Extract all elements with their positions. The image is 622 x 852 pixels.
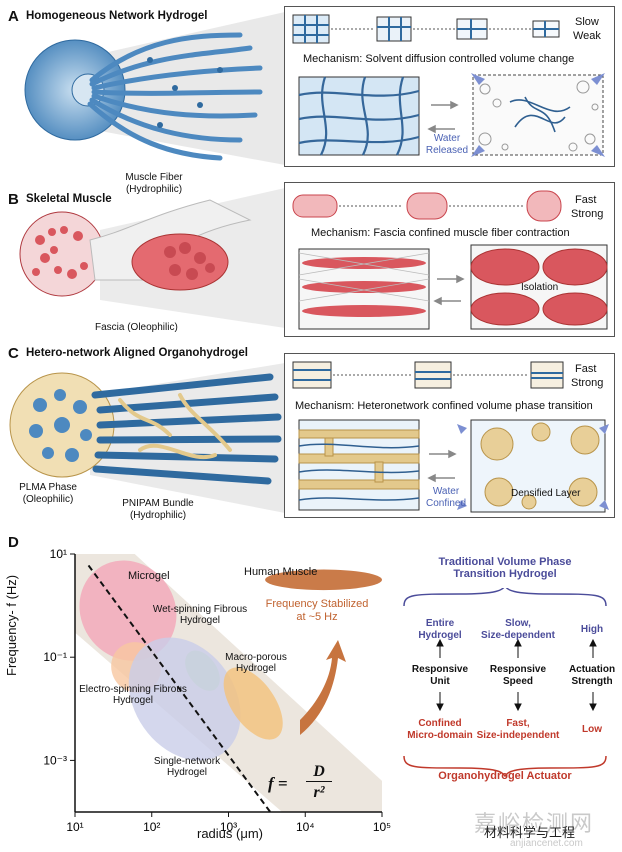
actuator-scheme: Traditional Volume Phase Transition Hydr…	[390, 556, 620, 580]
panel-b-mechanism: Mechanism: Fascia confined muscle fiber …	[311, 227, 570, 239]
hydrogel-illustration	[24, 12, 285, 165]
panel-c-confined: Confined	[425, 498, 467, 509]
x-tick-label: 10⁵	[373, 820, 391, 834]
panel-a-title: Homogeneous Network Hydrogel	[26, 10, 208, 22]
panel-b-strength: Strong	[571, 208, 604, 220]
panel-b-letter: B	[8, 191, 19, 208]
scheme-brackets	[403, 588, 607, 778]
scheme-col3-top-1: High	[580, 624, 604, 635]
region-label-electro-spinning: Electro-spinning Fibrous Hydrogel	[79, 684, 187, 706]
scheme-col1-mid-1: Responsive	[411, 664, 469, 675]
region-label-single-network: Single-network Hydrogel	[153, 756, 221, 778]
region-label-macro-porous: Macro-porous Hydrogel	[225, 652, 287, 674]
panel-c-water: Water	[432, 486, 460, 497]
scheme-col1-bottom-2: Micro-domain	[407, 730, 473, 741]
scheme-top-title-2: Transition Hydrogel	[453, 568, 557, 580]
panel-a-released: Released	[425, 145, 469, 156]
y-axis-label: Frequency- f (Hz)	[4, 574, 19, 676]
panel-a-letter: A	[8, 8, 19, 25]
watermark-logo-text: 嘉峪检测网	[474, 811, 595, 836]
muscle-fiber-label: Muscle Fiber	[125, 172, 183, 183]
scheme-col1-top-1: Entire	[425, 618, 455, 629]
panel-a-mechanism: Mechanism: Solvent diffusion controlled …	[303, 53, 575, 65]
plma-sub: (Oleophilic)	[22, 494, 74, 505]
region-label-microgel: Microgel	[128, 570, 170, 582]
scheme-col1-bottom-1: Confined	[418, 718, 462, 729]
panel-c-mechanism: Mechanism: Heteronetwork confined volume…	[295, 400, 593, 412]
panel-c-strength: Strong	[571, 377, 604, 389]
plma-label: PLMA Phase	[19, 482, 77, 493]
x-tick-label: 10⁴	[296, 820, 315, 834]
panel-c-box: Fast Strong Mechanism: Heteronetwork con…	[284, 353, 615, 518]
panel-c-letter: C	[8, 345, 19, 362]
panel-c-speed: Fast	[575, 363, 597, 375]
panel-a-speed: Slow	[575, 16, 599, 28]
scheme-col3-mid-1: Actuation	[568, 664, 616, 675]
isolation-label: Isolation	[521, 282, 559, 293]
scheme-col2-mid-1: Responsive	[489, 664, 547, 675]
watermark-url: anjiancenet.com	[510, 838, 583, 849]
x-tick-label: 10¹	[66, 820, 83, 834]
panel-a-water: Water	[433, 133, 461, 144]
scheme-col1-mid-2: Unit	[430, 676, 450, 687]
region-human-muscle	[265, 569, 383, 591]
scheme-bottom-title: Organohydrogel Actuator	[438, 770, 572, 782]
panel-a-strength: Weak	[573, 30, 601, 42]
scheme-top-title-1: Traditional Volume Phase	[438, 556, 572, 568]
x-axis-label: radius (μm)	[197, 826, 263, 841]
scheme-col2-top-2: Size-dependent	[481, 630, 555, 641]
trend-line	[87, 564, 272, 813]
x-tick-label: 10³	[220, 820, 237, 834]
scheme-col1-top-2: Hydrogel	[418, 630, 462, 641]
region-single-network-hydrogel	[128, 637, 241, 761]
scheme-col2-top-1: Slow,	[505, 618, 531, 629]
scheme-col3-mid-2: Strength	[571, 676, 613, 687]
region-label-wet-spinning: Wet-spinning Fibrous Hydrogel	[152, 604, 248, 626]
organohydrogel-illustration	[9, 363, 285, 513]
pnipam-label: PNIPAM Bundle	[122, 498, 194, 509]
y-tick-label: 10⁻¹	[43, 650, 67, 664]
scheme-col2-bottom-1: Fast,	[506, 718, 530, 729]
densified-layer-label: Densified Layer	[511, 488, 581, 499]
y-tick-label: 10⁻³	[43, 753, 67, 767]
panel-a-box: Slow Weak Mechanism: Solvent diffusion c…	[284, 6, 615, 167]
panel-c-title: Hetero-network Aligned Organohydrogel	[26, 347, 248, 359]
region-macro-porous-hydrogel	[223, 667, 283, 740]
formula-denominator: r²	[313, 784, 325, 801]
panel-b-title: Skeletal Muscle	[26, 193, 112, 205]
y-tick-label: 10¹	[50, 547, 67, 561]
formula-numerator: D	[306, 763, 332, 782]
muscle-fiber-sub: (Hydrophilic)	[125, 184, 183, 195]
scheme-col2-mid-2: Speed	[502, 676, 533, 687]
stabilization-arrow	[300, 640, 346, 735]
stabilized-label-2: at ~5 Hz	[296, 611, 338, 623]
pnipam-sub: (Hydrophilic)	[129, 510, 187, 521]
panel-b-speed: Fast	[575, 194, 597, 206]
panel-b-box: Fast Strong Mechanism: Fascia confined m…	[284, 182, 615, 337]
formula-lhs: f =	[268, 774, 288, 793]
human-muscle-label: Human Muscle	[244, 566, 318, 578]
x-tick-label: 10²	[143, 820, 160, 834]
scheme-col3-bottom-1: Low	[582, 724, 602, 735]
watermark-account: 材料科学与工程	[484, 825, 576, 840]
stabilized-label-1: Frequency Stabilized	[265, 598, 369, 610]
frequency-radius-chart: 10¹ 10² 10³ 10⁴ 10⁵ 10¹ 10⁻¹ 10⁻³	[43, 547, 391, 834]
fascia-label: Fascia (Oleophilic)	[95, 322, 178, 333]
panel-d-letter: D	[8, 534, 19, 551]
muscle-illustration	[19, 188, 285, 328]
scheme-col2-bottom-2: Size-independent	[476, 730, 560, 741]
